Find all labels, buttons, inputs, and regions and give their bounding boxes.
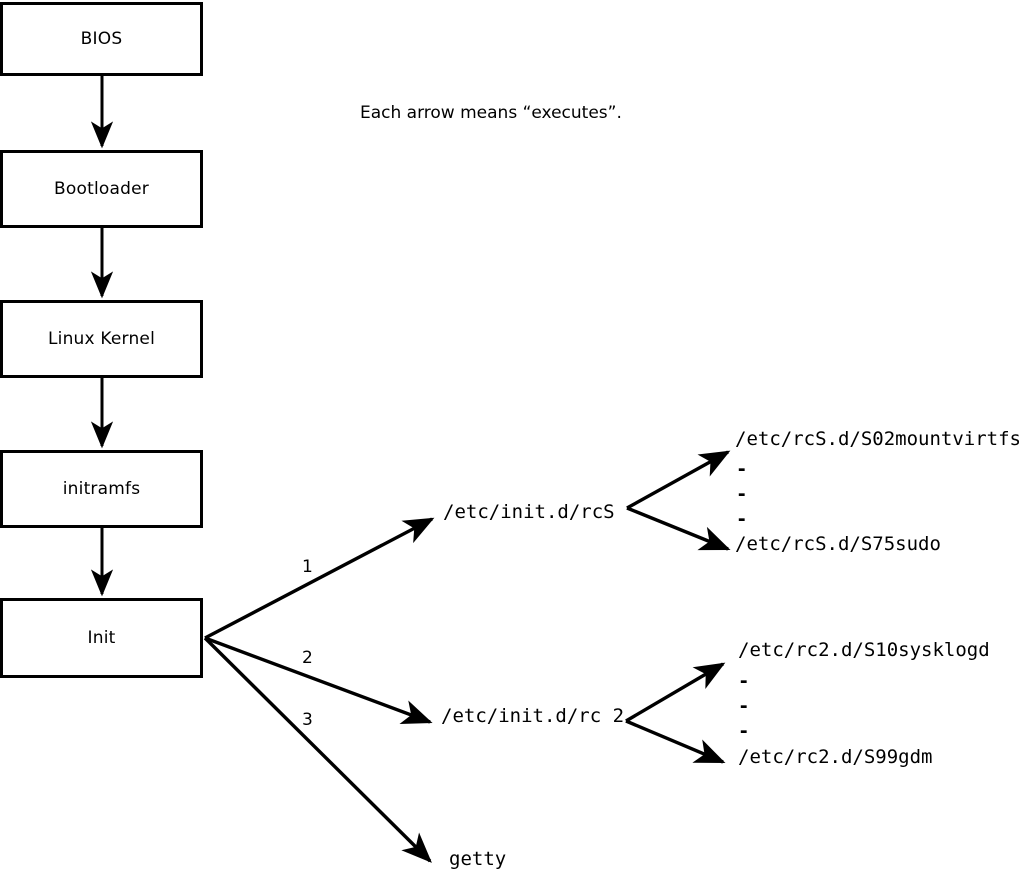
node-initramfs: initramfs [0, 450, 203, 528]
label-rcS-d-last-script: /etc/rcS.d/S75sudo [735, 533, 941, 555]
ellipsis-dash-rc2-1: - [738, 670, 750, 692]
node-init: Init [0, 598, 203, 678]
node-init-label: Init [87, 628, 116, 648]
ellipsis-dash-rc2-3: - [738, 720, 750, 742]
connector-rcS-to-last-script [626, 506, 731, 551]
label-rcS-d-first-script: /etc/rcS.d/S02mountvirtfs [735, 428, 1021, 450]
node-bios: BIOS [0, 2, 203, 76]
connector-init-to-getty [203, 636, 432, 863]
edge-number-1: 1 [302, 557, 313, 577]
connector-init-to-rc2 [204, 636, 433, 725]
ellipsis-dash-rcS-2: - [736, 483, 748, 505]
edge-number-2: 2 [302, 648, 313, 668]
ellipsis-dash-rcS-3: - [736, 508, 748, 530]
node-initramfs-label: initramfs [62, 479, 141, 499]
legend-note: Each arrow means “executes”. [360, 103, 622, 123]
label-etc-init-d-rcS: /etc/init.d/rcS [443, 501, 615, 523]
node-linux-kernel-label: Linux Kernel [47, 329, 155, 349]
label-rc2-d-first-script: /etc/rc2.d/S10sysklogd [738, 639, 990, 661]
ellipsis-dash-rcS-1: - [736, 458, 748, 480]
label-getty: getty [449, 848, 507, 870]
label-rc2-d-last-script: /etc/rc2.d/S99gdm [738, 746, 933, 768]
node-bootloader: Bootloader [0, 150, 203, 228]
node-linux-kernel: Linux Kernel [0, 300, 203, 378]
ellipsis-dash-rc2-2: - [738, 695, 750, 717]
node-bios-label: BIOS [80, 29, 123, 49]
node-bootloader-label: Bootloader [54, 179, 149, 199]
connector-rc2-to-last-script [625, 719, 726, 764]
connector-init-to-rcS [204, 517, 435, 640]
connector-rcS-to-first-script [626, 450, 731, 510]
edge-number-3: 3 [302, 710, 313, 730]
connector-rc2-to-first-script [625, 662, 726, 723]
label-etc-init-d-rc-2: /etc/init.d/rc 2 [441, 705, 625, 727]
